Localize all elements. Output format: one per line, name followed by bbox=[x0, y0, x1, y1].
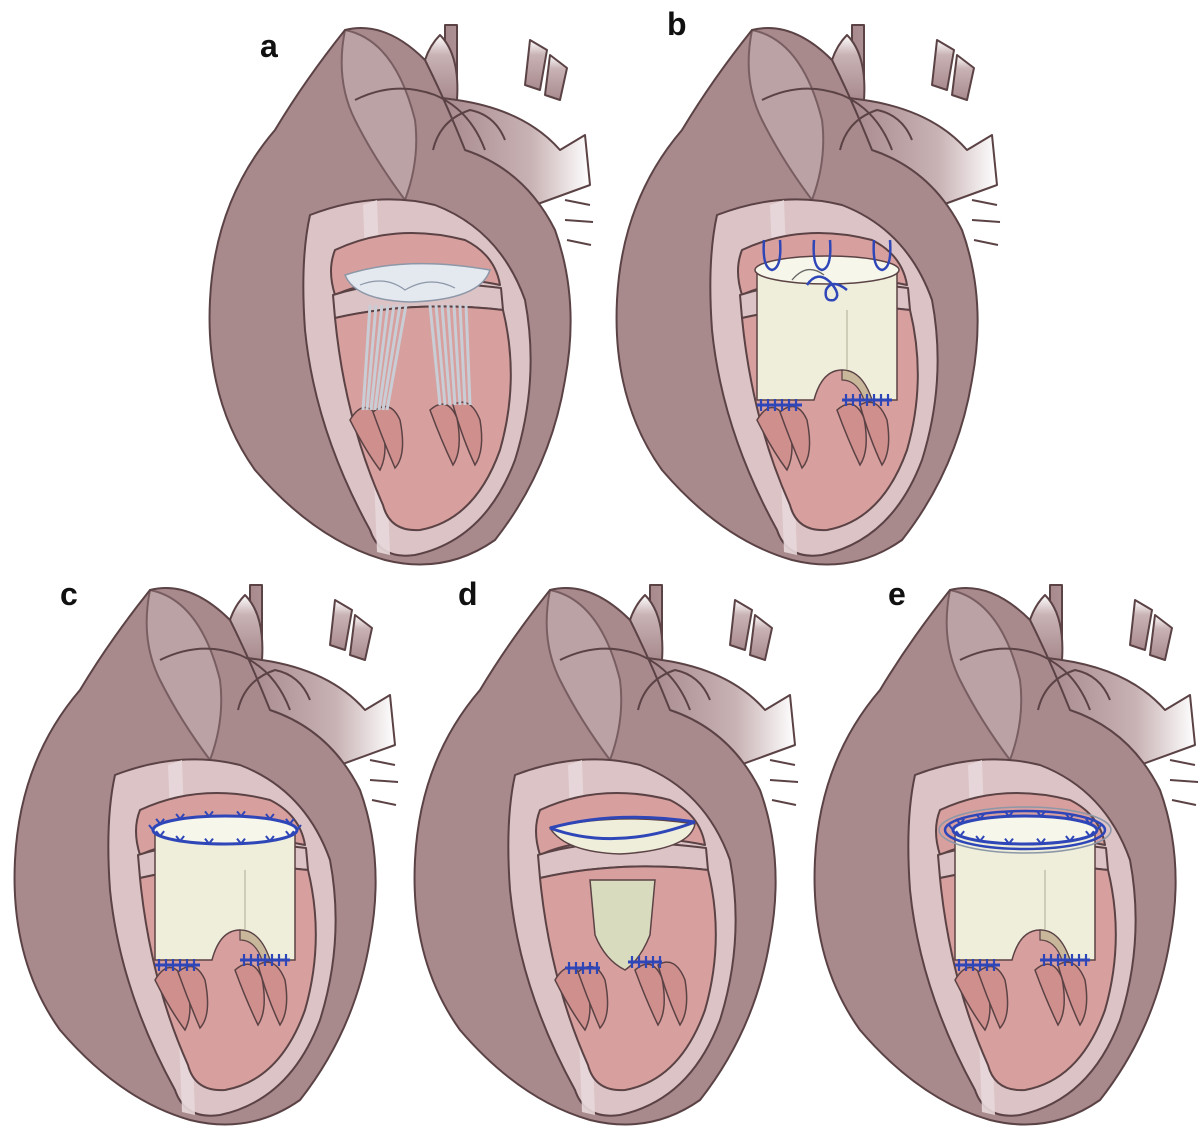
panel-a: a bbox=[195, 0, 595, 566]
heart-illustration-c bbox=[13, 584, 399, 1126]
panel-label-e: e bbox=[888, 576, 906, 612]
panel-label-d: d bbox=[458, 576, 478, 612]
heart-illustration-a bbox=[208, 24, 594, 566]
panel-b: b bbox=[602, 0, 1002, 566]
panel-c: c bbox=[0, 560, 400, 1126]
panel-e: e bbox=[800, 560, 1200, 1126]
panel-d: d bbox=[400, 560, 800, 1126]
heart-illustration-e bbox=[813, 584, 1199, 1126]
panel-label-a: a bbox=[260, 28, 278, 64]
heart-illustration-b bbox=[615, 24, 1001, 566]
panel-label-b: b bbox=[667, 6, 687, 42]
heart-illustration-d bbox=[413, 584, 799, 1126]
panel-label-c: c bbox=[60, 576, 78, 612]
